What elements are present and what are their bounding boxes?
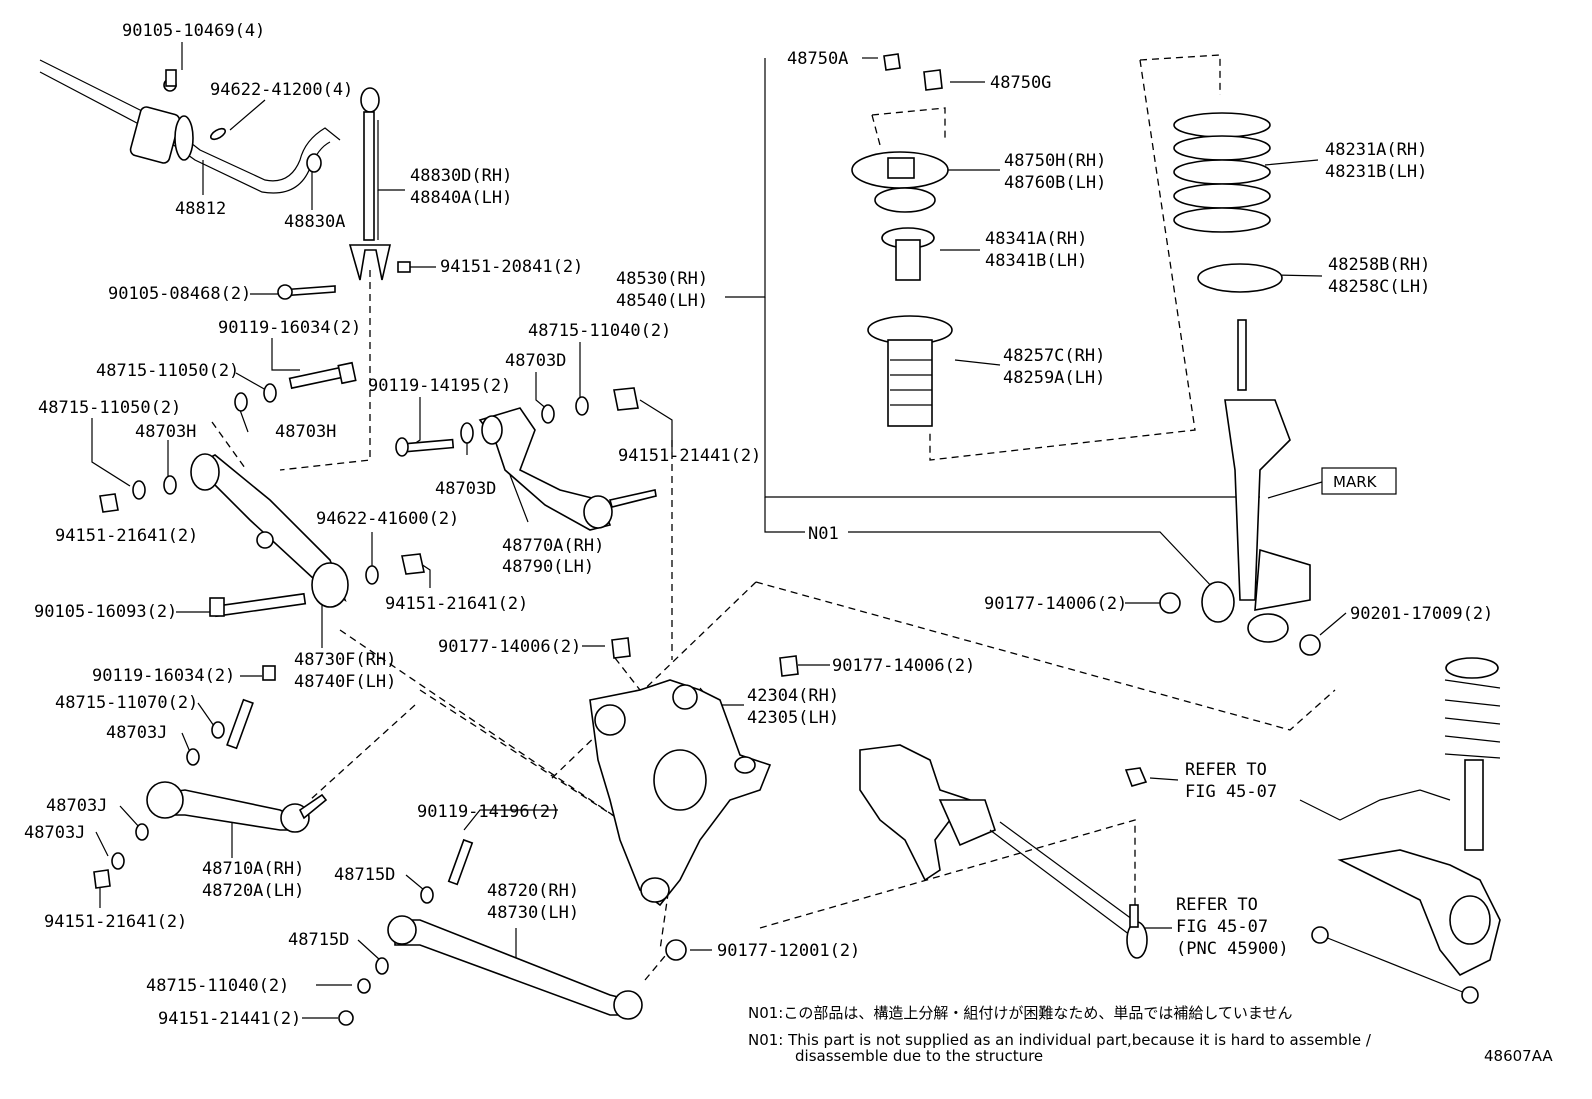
label-48715D-b: 48715D xyxy=(288,930,349,950)
label-48720: 48720(RH) xyxy=(487,881,579,901)
label-90119-16034-mid: 90119-16034(2) xyxy=(92,666,235,686)
label-42304: 42304(RH) xyxy=(747,686,839,706)
label-90105-16093: 90105-16093(2) xyxy=(34,602,177,622)
knuckle-42304 xyxy=(589,637,799,907)
label-94151-21641-a: 94151-21641(2) xyxy=(55,526,198,546)
label-42305: 42305(LH) xyxy=(747,708,839,728)
leader-lines xyxy=(91,42,1347,1019)
figure-id: 48607AA xyxy=(1484,1047,1553,1065)
ref2-line2: FIG 45-07 xyxy=(1176,917,1268,937)
label-94151-20841: 94151-20841(2) xyxy=(440,257,583,277)
lateral-link-48710A xyxy=(93,665,328,889)
upper-arm-48770A xyxy=(365,387,657,585)
label-48770A: 48770A(RH) xyxy=(502,536,604,556)
label-48231B: 48231B(LH) xyxy=(1325,162,1427,182)
label-48703D-b: 48703D xyxy=(435,479,496,499)
label-90105-10469: 90105-10469(4) xyxy=(122,21,265,41)
note-en-2: disassemble due to the structure xyxy=(795,1047,1043,1065)
note-jp: N01:この部品は、構造上分解・組付けが困難なため、単品では補給していません xyxy=(748,1004,1292,1022)
label-48703H-a: 48703H xyxy=(135,422,196,442)
label-n01: N01 xyxy=(808,524,839,544)
mark-label: MARK xyxy=(1333,473,1378,491)
note-en-1: N01: This part is not supplied as an ind… xyxy=(748,1031,1372,1049)
label-48715-11040-top: 48715-11040(2) xyxy=(528,321,671,341)
label-90201-17009: 90201-17009(2) xyxy=(1350,604,1493,624)
label-48840A: 48840A(LH) xyxy=(410,188,512,208)
label-48715-11050-b: 48715-11050(2) xyxy=(38,398,181,418)
stabilizer-link xyxy=(277,87,411,300)
label-94151-21641-c: 94151-21641(2) xyxy=(44,912,187,932)
footnotes: N01:この部品は、構造上分解・組付けが困難なため、単品では補給していません N… xyxy=(748,1004,1553,1065)
strut-assembly xyxy=(1159,319,1321,656)
label-94622-41600: 94622-41600(2) xyxy=(316,509,459,529)
label-48703J-b: 48703J xyxy=(46,796,107,816)
part-labels: 90105-10469(4) 94622-41200(4) 48812 4883… xyxy=(24,21,1493,1029)
label-48715D-a: 48715D xyxy=(334,865,395,885)
drive-shaft xyxy=(859,744,1148,959)
label-90177-14006-a: 90177-14006(2) xyxy=(438,637,581,657)
label-90177-12001: 90177-12001(2) xyxy=(717,941,860,961)
label-48703J-a: 48703J xyxy=(106,723,167,743)
stabilizer-bar xyxy=(39,59,341,194)
ref1-line2: FIG 45-07 xyxy=(1185,782,1277,802)
label-48530: 48530(RH) xyxy=(616,269,708,289)
label-48830A: 48830A xyxy=(284,212,345,232)
label-48715-11040-bot: 48715-11040(2) xyxy=(146,976,289,996)
label-48760B: 48760B(LH) xyxy=(1004,173,1106,193)
label-48750G: 48750G xyxy=(990,73,1051,93)
label-48715-11050-a: 48715-11050(2) xyxy=(96,361,239,381)
label-48750A: 48750A xyxy=(787,49,848,69)
label-90105-08468: 90105-08468(2) xyxy=(108,284,251,304)
label-48258B: 48258B(RH) xyxy=(1328,255,1430,275)
rear-lower-arm-48730F xyxy=(190,453,349,618)
label-48715-11070: 48715-11070(2) xyxy=(55,693,198,713)
coil-spring xyxy=(1173,112,1283,293)
label-48259A: 48259A(LH) xyxy=(1003,368,1105,388)
label-48231A: 48231A(RH) xyxy=(1325,140,1427,160)
label-48710A: 48710A(RH) xyxy=(202,859,304,879)
label-48830D: 48830D(RH) xyxy=(410,166,512,186)
label-48258C: 48258C(LH) xyxy=(1328,277,1430,297)
label-90119-14195: 90119-14195(2) xyxy=(368,376,511,396)
assembly-dashed-lines xyxy=(211,54,1336,981)
ref1-line1: REFER TO xyxy=(1185,760,1267,780)
label-48790: 48790(LH) xyxy=(502,557,594,577)
label-48703D-a: 48703D xyxy=(505,351,566,371)
label-48720A: 48720A(LH) xyxy=(202,881,304,901)
label-48740F: 48740F(LH) xyxy=(294,672,396,692)
label-48750H: 48750H(RH) xyxy=(1004,151,1106,171)
label-90119-16034-top: 90119-16034(2) xyxy=(218,318,361,338)
bolts-left xyxy=(99,361,357,513)
label-48730: 48730(LH) xyxy=(487,903,579,923)
label-48341A: 48341A(RH) xyxy=(985,229,1087,249)
label-48730F: 48730F(RH) xyxy=(294,650,396,670)
label-48540: 48540(LH) xyxy=(616,291,708,311)
label-94151-21441-top: 94151-21441(2) xyxy=(618,446,761,466)
label-48703H-b: 48703H xyxy=(275,422,336,442)
mark-box xyxy=(1321,467,1397,495)
label-48703J-c: 48703J xyxy=(24,823,85,843)
label-48257C: 48257C(RH) xyxy=(1003,346,1105,366)
label-94622-41200: 94622-41200(4) xyxy=(210,80,353,100)
label-94151-21641-b: 94151-21641(2) xyxy=(385,594,528,614)
label-90119-14196: 90119-14196(2) xyxy=(417,802,560,822)
label-48341B: 48341B(LH) xyxy=(985,251,1087,271)
assembled-suspension-view xyxy=(1299,657,1501,1004)
ref2-line1: REFER TO xyxy=(1176,895,1258,915)
toe-link-48720 xyxy=(338,838,687,1026)
reference-labels: REFER TO FIG 45-07 REFER TO FIG 45-07 (P… xyxy=(1176,760,1289,959)
label-90177-14006-c: 90177-14006(2) xyxy=(984,594,1127,614)
label-94151-21441-bot: 94151-21441(2) xyxy=(158,1009,301,1029)
ref2-line3: (PNC 45900) xyxy=(1176,939,1289,959)
label-90177-14006-b: 90177-14006(2) xyxy=(832,656,975,676)
upper-support xyxy=(851,53,953,427)
label-48812: 48812 xyxy=(175,199,226,219)
